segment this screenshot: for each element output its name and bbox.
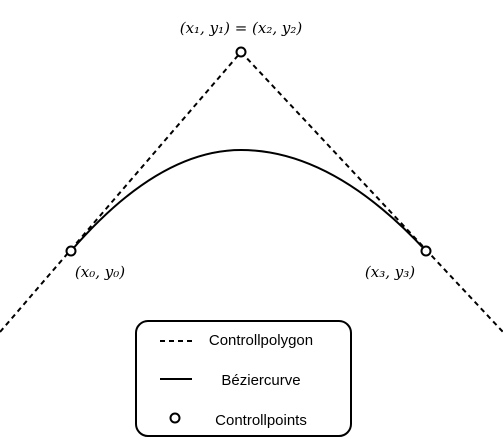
- legend-curve-label: Béziercurve: [221, 372, 300, 389]
- legend-points-label: Controllpoints: [215, 412, 307, 429]
- legend-circle-icon: [169, 412, 181, 424]
- legend: Controllpolygon Béziercurve Controllpoin…: [135, 320, 352, 437]
- bezier-curve: [70, 148, 427, 252]
- control-point-right: [420, 245, 432, 257]
- control-point-left: [65, 245, 77, 257]
- legend-polygon-label: Controllpolygon: [209, 332, 313, 349]
- label-top-points: (x₁, y₁) = (x₂, y₂): [180, 19, 303, 37]
- control-polygon-right-segment: [240, 51, 503, 333]
- control-polygon-left-segment: [0, 51, 242, 333]
- label-left-point: (x₀, y₀): [75, 263, 125, 281]
- legend-box: [135, 320, 352, 437]
- control-point-top: [235, 46, 247, 58]
- label-right-point: (x₃, y₃): [365, 263, 415, 281]
